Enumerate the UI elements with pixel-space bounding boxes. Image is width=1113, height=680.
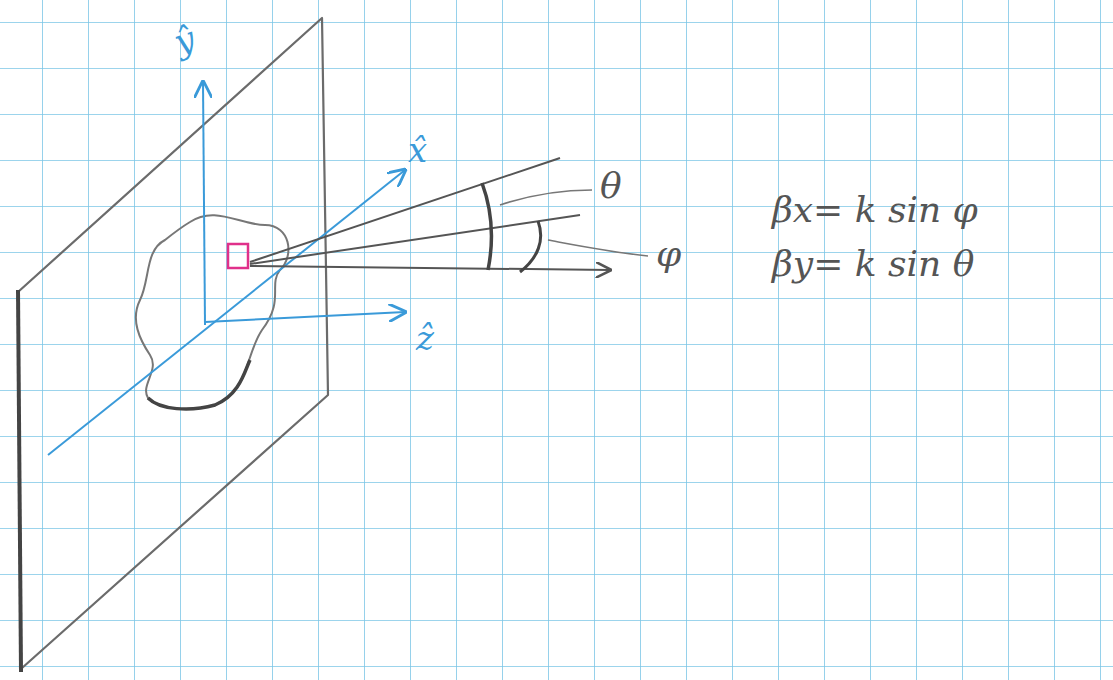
sketch-label: βx= k sin φ xyxy=(772,190,978,230)
sketch-label: ẑ xyxy=(416,320,434,357)
ray xyxy=(250,266,610,270)
leader-line xyxy=(548,240,648,256)
z-axis xyxy=(205,312,405,322)
sketch-label: φ xyxy=(656,234,681,274)
aperture-shadow xyxy=(148,360,250,409)
ray xyxy=(250,158,560,262)
source-element xyxy=(228,244,248,268)
theta-arc xyxy=(482,183,491,270)
sketch-label: x̂ xyxy=(408,132,427,169)
aperture-outline xyxy=(136,215,289,409)
plane-edge xyxy=(18,290,21,672)
sketch-label: θ xyxy=(600,166,622,206)
y-axis xyxy=(203,82,205,325)
leader-line xyxy=(500,190,592,205)
phi-arc xyxy=(520,221,541,272)
ray xyxy=(250,215,580,264)
aperture-plane xyxy=(18,18,328,668)
sketch-label: βy= k sin θ xyxy=(772,244,974,284)
x-axis xyxy=(48,170,405,455)
